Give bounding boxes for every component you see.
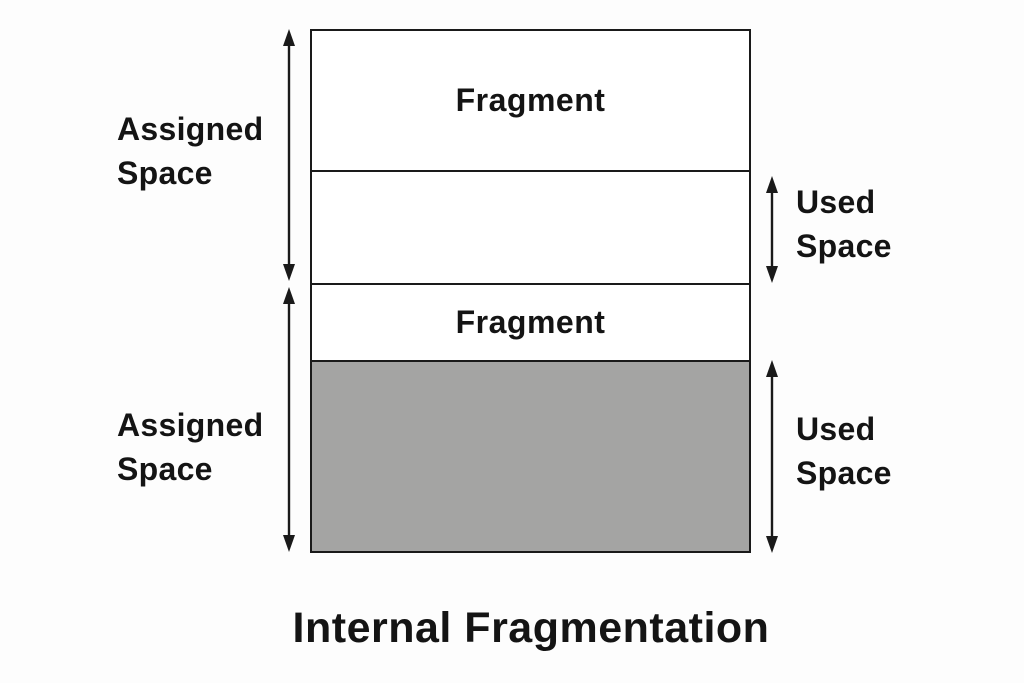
- used-space-label-bottom: Used Space: [796, 411, 892, 491]
- used-space-label-top: Used Space: [796, 184, 892, 264]
- used-space-section-top: [312, 170, 749, 283]
- assigned-space-arrow-top-icon: [283, 29, 295, 281]
- fragment-section-bottom: Fragment: [312, 283, 749, 360]
- fragment-label-top: Fragment: [455, 82, 606, 118]
- fragment-label-bottom: Fragment: [455, 304, 606, 340]
- fragment-section-top: Fragment: [312, 31, 749, 170]
- diagram-title: Internal Fragmentation: [292, 604, 770, 652]
- assigned-space-label-top: Assigned Space: [117, 111, 264, 191]
- used-space-arrow-top-icon: [766, 176, 778, 283]
- assigned-space-label-bottom: Assigned Space: [117, 407, 264, 487]
- assigned-space-arrow-bottom-icon: [283, 287, 295, 552]
- used-space-arrow-bottom-icon: [766, 360, 778, 553]
- used-space-section-bottom-filled: [312, 360, 749, 551]
- memory-box: Fragment Fragment: [310, 29, 751, 553]
